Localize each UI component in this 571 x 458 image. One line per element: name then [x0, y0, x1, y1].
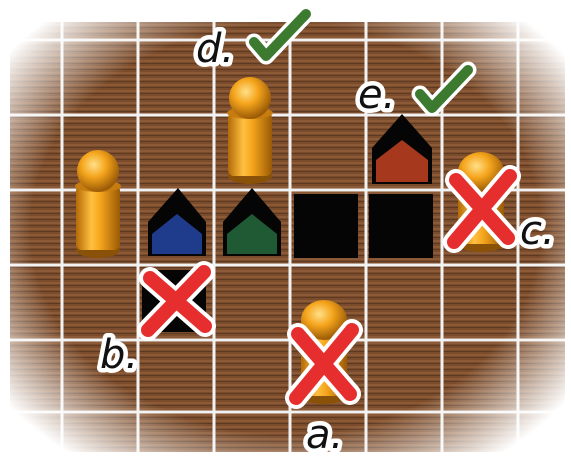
label-b: b. — [100, 332, 138, 378]
label-d: d. — [196, 26, 234, 72]
label-e: e. — [358, 72, 395, 118]
label-c: c. — [520, 208, 555, 254]
pawn-piece-left — [75, 150, 121, 258]
black-square-piece — [369, 194, 433, 258]
label-a: a. — [306, 412, 343, 458]
black-square-piece — [294, 194, 358, 258]
pawn-piece-d — [227, 77, 273, 184]
